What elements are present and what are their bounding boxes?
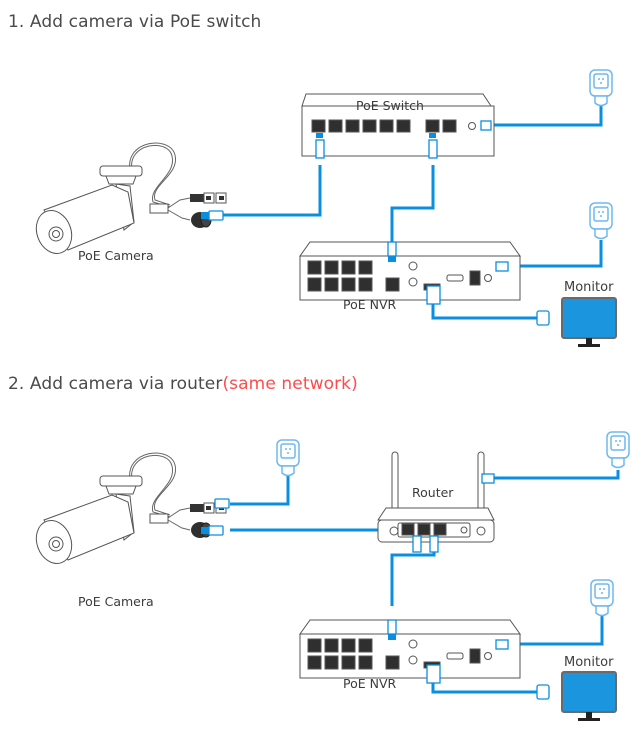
monitor-1 — [561, 297, 617, 348]
label-monitor-1: Monitor — [564, 280, 614, 295]
power-outlet-switch — [589, 69, 613, 107]
poe-camera-2 — [30, 452, 227, 569]
cable-nvr-power — [500, 240, 603, 268]
cable-nvr-power-2 — [500, 616, 604, 646]
poe-switch — [301, 93, 495, 157]
poe-nvr-2 — [299, 619, 521, 679]
cable-camera-to-switch — [222, 165, 322, 217]
cable-router-power — [490, 470, 620, 480]
cable-camera-power — [230, 475, 290, 506]
poe-camera-1 — [30, 142, 227, 259]
section-1-diagram — [30, 69, 617, 348]
label-monitor-2: Monitor — [564, 655, 614, 670]
label-poe-nvr-1: PoE NVR — [343, 297, 397, 312]
power-outlet-router — [606, 431, 630, 469]
section-2-heading-accent: (same network) — [222, 374, 358, 394]
label-poe-switch: PoE Switch — [356, 98, 424, 113]
cable-switch-power — [480, 105, 603, 127]
section-2-diagram — [30, 431, 630, 722]
cable-switch-to-nvr — [390, 165, 435, 248]
label-router: Router — [412, 485, 454, 500]
power-outlet-nvr — [589, 202, 613, 240]
label-poe-nvr-2: PoE NVR — [343, 676, 397, 691]
router — [377, 451, 495, 543]
poe-nvr-1 — [299, 241, 521, 301]
label-poe-camera-2: PoE Camera — [78, 594, 154, 609]
power-outlet-camera — [276, 439, 300, 477]
power-outlet-nvr-2 — [590, 579, 614, 617]
section-1-heading: 1. Add camera via PoE switch — [8, 12, 262, 32]
section-2-heading: 2. Add camera via router(same network) — [8, 374, 358, 394]
monitor-2 — [561, 671, 617, 722]
section-2-heading-main: 2. Add camera via router — [8, 374, 223, 394]
camera-ethernet-plug — [208, 210, 224, 221]
label-poe-camera-1: PoE Camera — [78, 248, 154, 263]
